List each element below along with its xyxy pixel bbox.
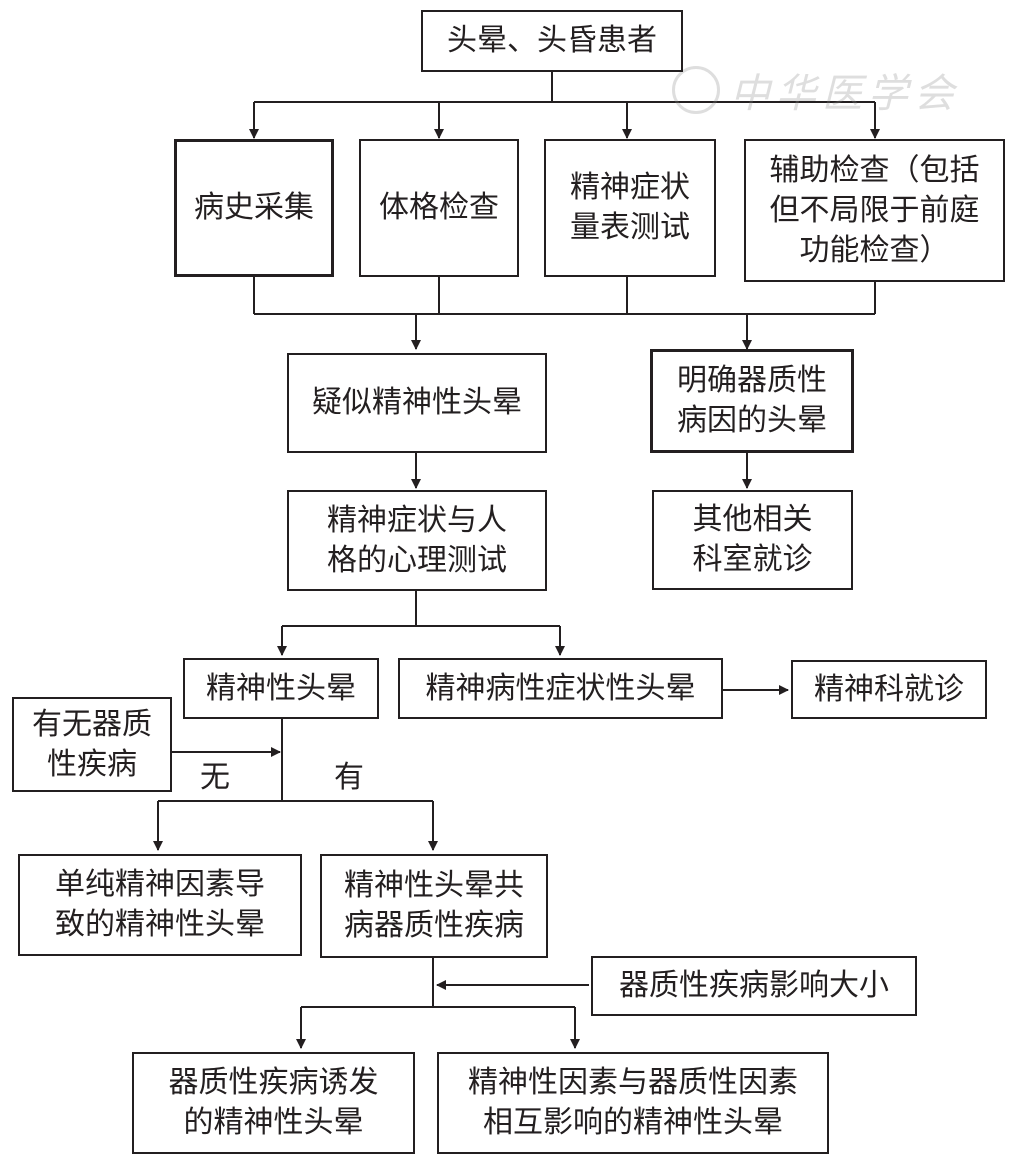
yes-label: 有	[334, 760, 364, 795]
psychogenic-dizziness-node: 精神性头晕	[183, 658, 379, 719]
suspected-psychogenic-node: 疑似精神性头晕	[287, 353, 547, 453]
organic-cause-node: 明确器质性 病因的头晕	[650, 349, 854, 453]
history-node: 病史采集	[174, 139, 334, 277]
auxiliary-exam-node: 辅助检查（包括 但不局限于前庭 功能检查）	[744, 139, 1005, 282]
no-label: 无	[200, 760, 230, 795]
organic-disease-question-node: 有无器质 性疾病	[12, 697, 172, 792]
other-dept-node: 其他相关 科室就诊	[652, 490, 853, 590]
factor-interaction-node: 精神性因素与器质性因素 相互影响的精神性头晕	[437, 1052, 829, 1154]
comorbid-organic-node: 精神性头晕共 病器质性疾病	[320, 854, 548, 958]
organic-induced-node: 器质性疾病诱发 的精神性头晕	[132, 1052, 415, 1154]
start-node: 头晕、头昏患者	[421, 10, 683, 72]
physical-exam-node: 体格检查	[359, 139, 519, 277]
psychiatry-visit-node: 精神科就诊	[791, 660, 987, 719]
society-watermark: 中华医学会	[672, 64, 962, 117]
scale-test-node: 精神症状 量表测试	[544, 139, 716, 277]
watermark-text: 中华医学会	[730, 71, 960, 117]
pure-psych-factor-node: 单纯精神因素导 致的精神性头晕	[18, 854, 302, 956]
psych-personality-test-node: 精神症状与人 格的心理测试	[287, 490, 547, 591]
seal-icon	[672, 66, 720, 114]
psychiatric-symptom-node: 精神病性症状性头晕	[398, 658, 723, 719]
organic-impact-node: 器质性疾病影响大小	[591, 956, 917, 1016]
